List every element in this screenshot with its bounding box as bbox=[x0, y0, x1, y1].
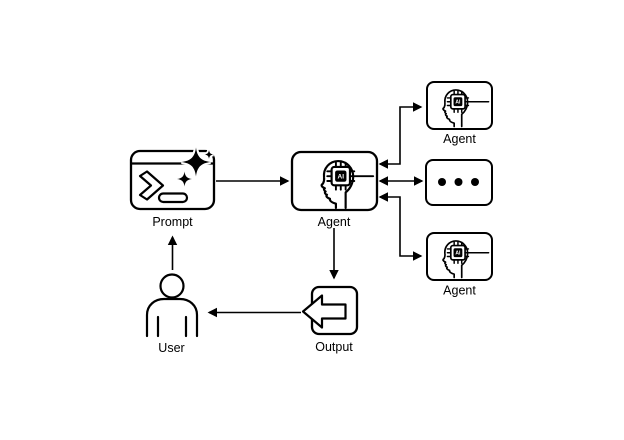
agent-bottom-label: Agent bbox=[443, 284, 476, 298]
head-ai-chip-icon: AI bbox=[442, 240, 490, 279]
user-node: User bbox=[145, 273, 199, 355]
agent-top-node: AI Agent bbox=[426, 81, 493, 146]
prompt-label: Prompt bbox=[152, 215, 193, 229]
arrow-agent-to-agent-bottom bbox=[378, 192, 423, 261]
prompt-node: Prompt bbox=[129, 147, 216, 229]
person-head bbox=[159, 273, 185, 299]
arrow-left-icon bbox=[301, 294, 347, 329]
agent-main-label: Agent bbox=[318, 215, 351, 229]
chip-label: AI bbox=[455, 251, 461, 257]
agents-ellipsis-node bbox=[425, 159, 493, 206]
terminal-prompt-icon bbox=[131, 162, 214, 204]
chip-label: AI bbox=[455, 100, 461, 106]
chip-label: AI bbox=[338, 174, 345, 181]
user-label: User bbox=[158, 341, 184, 355]
arrow-agent-to-agent-top bbox=[378, 102, 423, 169]
sparkles-icon bbox=[176, 147, 214, 187]
person-icon bbox=[145, 273, 199, 338]
output-node: Output bbox=[301, 285, 359, 354]
agent-main-node: AI Agent bbox=[290, 150, 379, 229]
head-ai-chip-icon: AI bbox=[442, 89, 490, 128]
agent-top-label: Agent bbox=[443, 132, 476, 146]
person-torso bbox=[145, 297, 199, 338]
head-ai-chip-icon: AI bbox=[320, 159, 375, 210]
underscore-icon bbox=[157, 192, 189, 204]
chevron-prompt-icon bbox=[138, 170, 165, 201]
agent-bottom-node: AI Agent bbox=[426, 232, 493, 298]
output-label: Output bbox=[315, 340, 353, 354]
ellipsis-icon bbox=[438, 178, 479, 186]
